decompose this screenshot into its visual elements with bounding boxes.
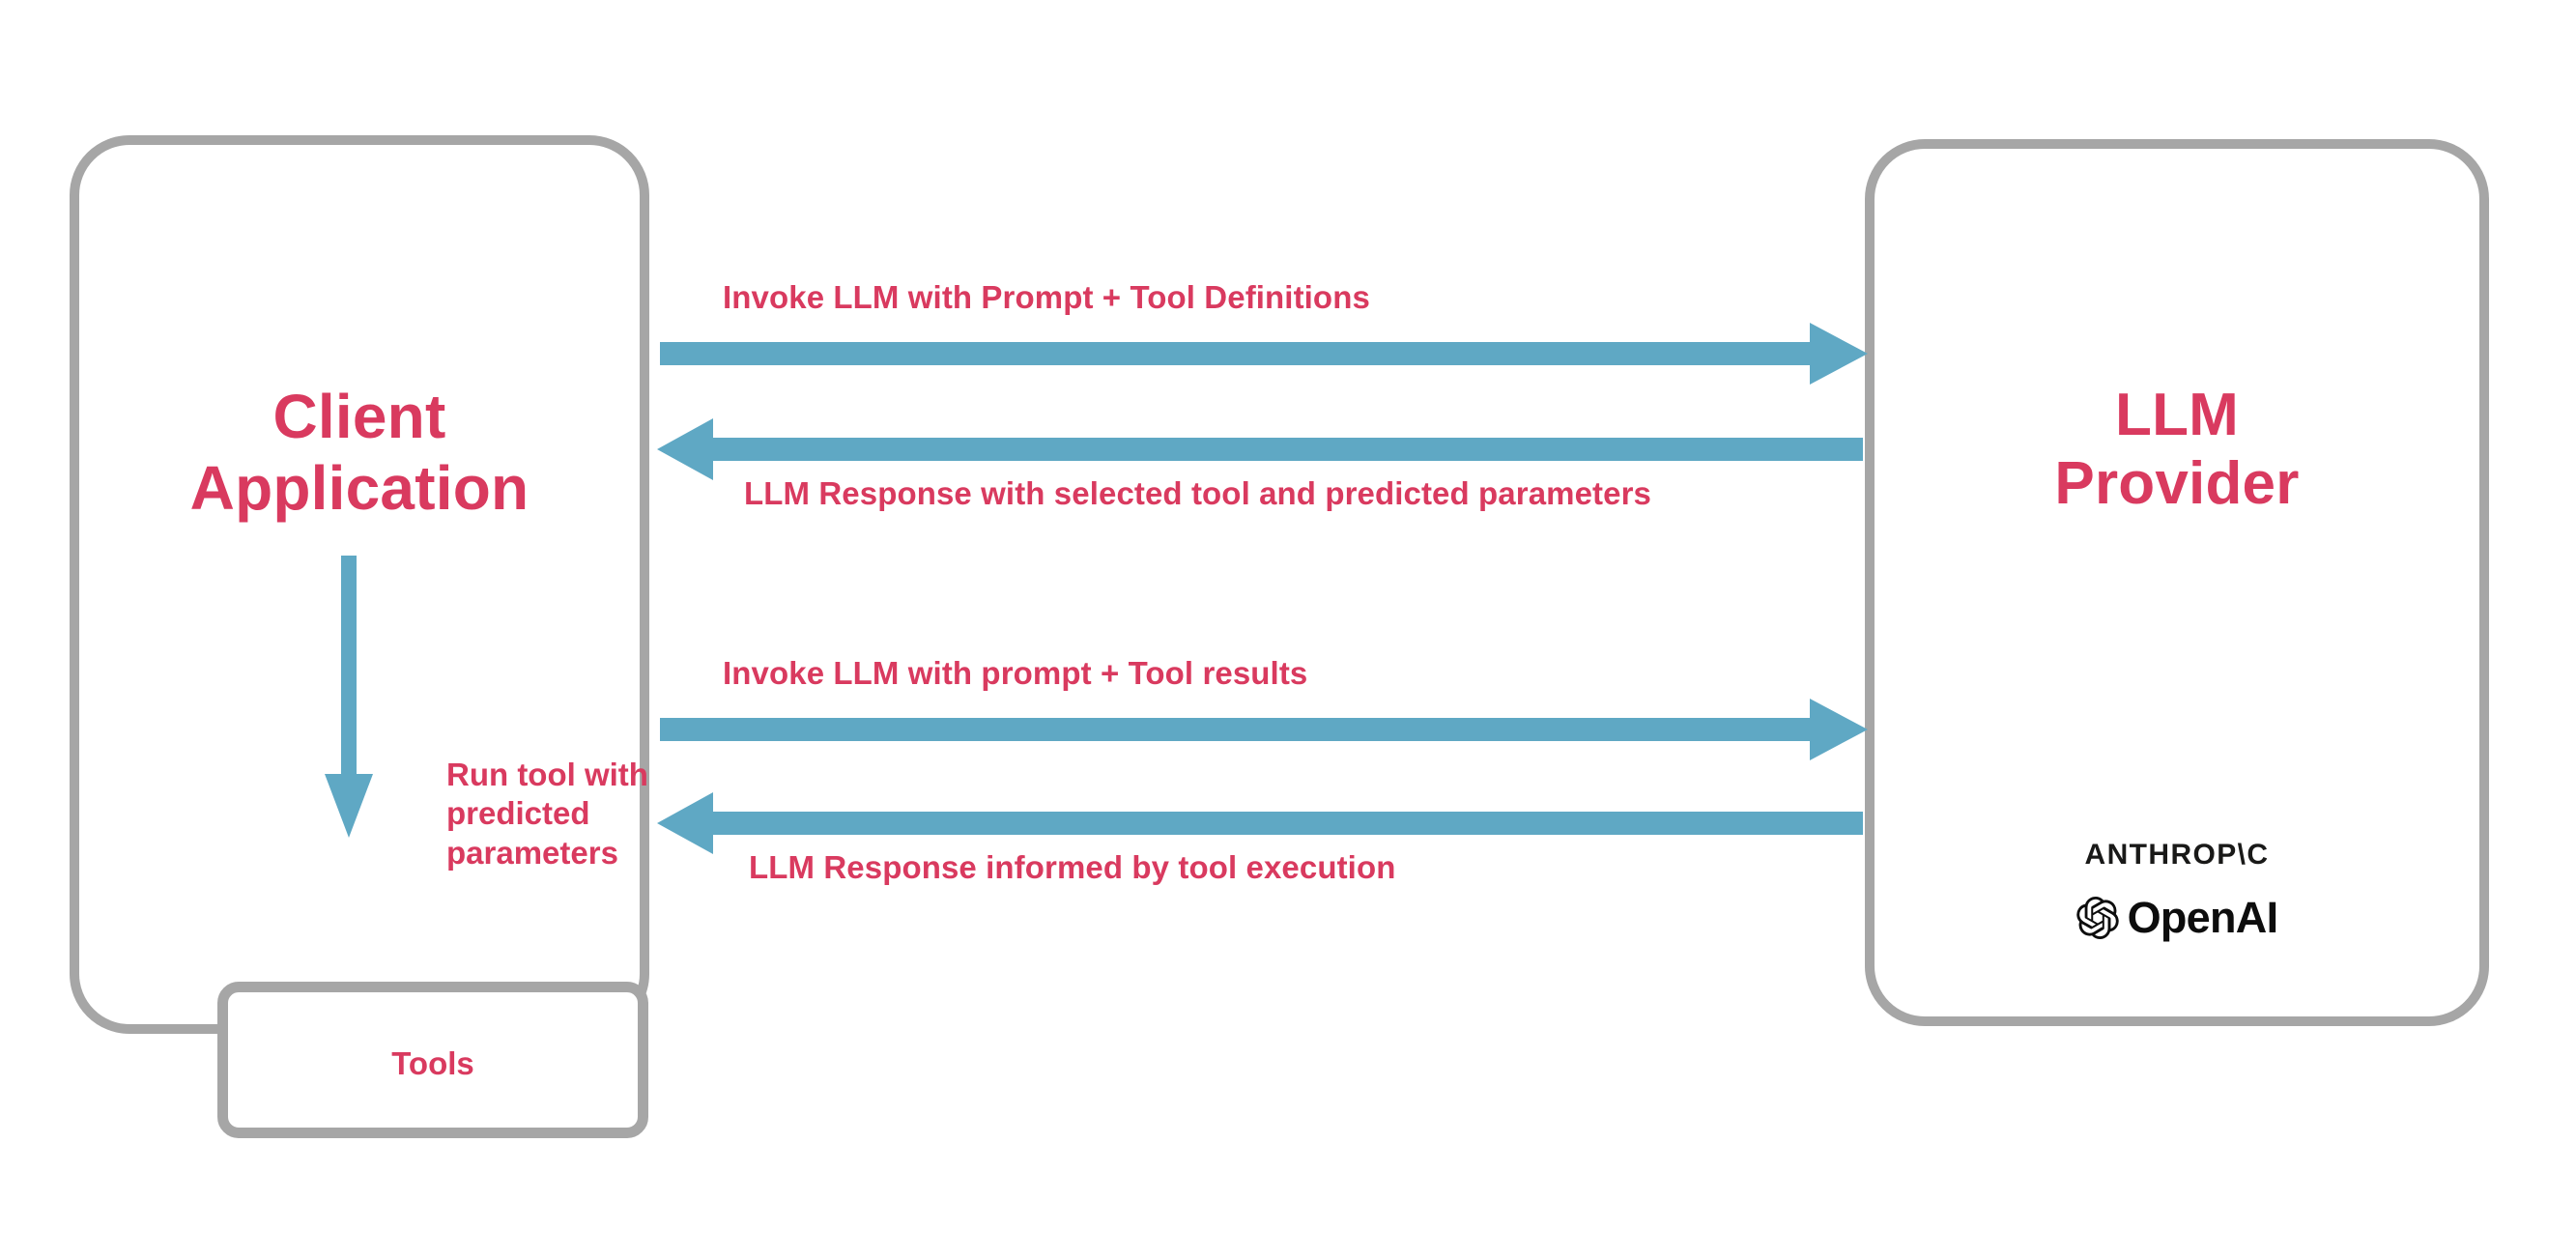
openai-spiral-icon	[2075, 897, 2119, 939]
provider-title-line-1: LLM	[2115, 382, 2239, 448]
message-3-label: Invoke LLM with prompt + Tool results	[723, 655, 1308, 691]
tools-label: Tools	[391, 1045, 474, 1081]
provider-title-line-2: Provider	[2054, 450, 2300, 518]
llm-provider-box: LLM Provider ANTHROP\C OpenAI	[1865, 139, 2489, 1026]
provider-logos: ANTHROP\C OpenAI	[1875, 839, 2479, 943]
client-application-box: Client Application Run tool with predict…	[70, 135, 649, 1138]
message-2-label: LLM Response with selected tool and pred…	[744, 475, 1651, 511]
message-1-label: Invoke LLM with Prompt + Tool Definition…	[723, 279, 1370, 315]
run-tool-arrow	[325, 556, 373, 838]
message-4-arrow	[657, 792, 1863, 854]
client-application-title: Client Application	[79, 382, 640, 524]
message-2-arrow	[657, 418, 1863, 480]
client-title-line-1: Client	[272, 382, 446, 451]
run-tool-arrow-label: Run tool with predicted parameters	[446, 757, 648, 871]
message-4-label: LLM Response informed by tool execution	[749, 849, 1396, 885]
tools-box[interactable]: Tools	[217, 982, 648, 1138]
openai-wordmark: OpenAI	[2127, 893, 2279, 942]
client-title-line-2: Application	[189, 452, 530, 523]
message-1-arrow	[660, 323, 1868, 385]
anthropic-logo: ANTHROP\C	[2084, 839, 2270, 871]
openai-logo: OpenAI	[2075, 893, 2279, 943]
llm-provider-title: LLM Provider	[1875, 381, 2479, 519]
message-3-arrow	[660, 699, 1868, 760]
